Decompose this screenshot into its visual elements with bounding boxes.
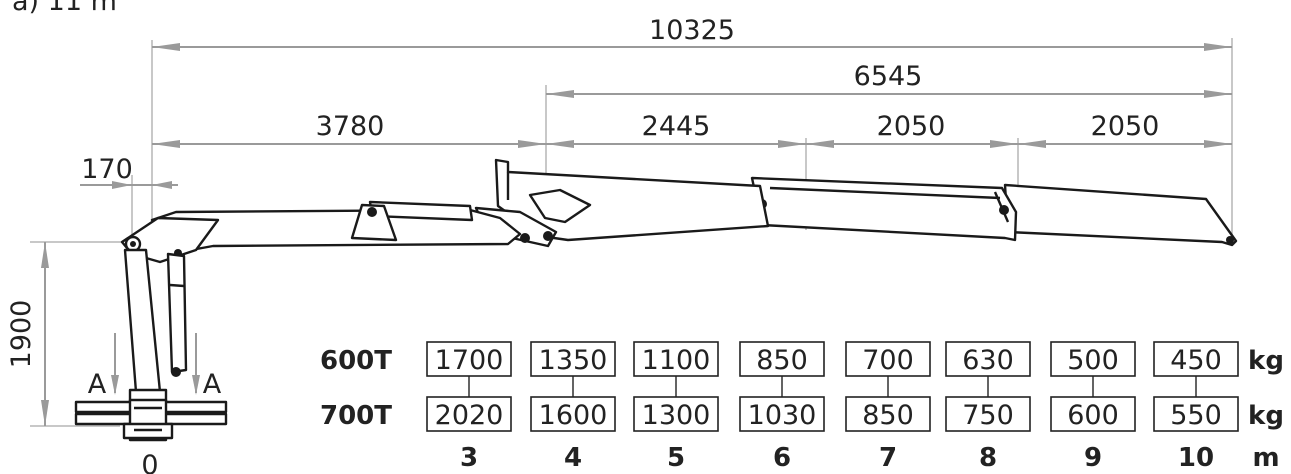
load-cell-value: 850 <box>862 400 914 431</box>
load-cell-box <box>530 396 616 432</box>
reach-value: 10 <box>1178 443 1214 473</box>
dimension-lines <box>30 38 1233 427</box>
load-cell-box <box>845 341 931 377</box>
load-cell-value: 500 <box>1067 345 1119 376</box>
load-cell-value: 1030 <box>748 400 817 431</box>
section-mark-left: A <box>88 369 107 400</box>
load-cell-box <box>739 341 825 377</box>
load-cell-box <box>633 396 719 432</box>
load-cell-value: 1100 <box>642 345 711 376</box>
dim-extension-total-label: 6545 <box>854 61 923 92</box>
load-cell-box <box>426 341 512 377</box>
reach-value: 8 <box>979 443 997 473</box>
dim-ext-1-label: 2445 <box>642 111 711 142</box>
dim-origin-label: 0 <box>141 450 158 474</box>
load-cell-value: 1300 <box>642 400 711 431</box>
dim-ext-2-label: 2050 <box>877 111 946 142</box>
load-cell-value: 700 <box>862 345 914 376</box>
dim-total-label: 10325 <box>649 15 735 46</box>
load-cell-value: 750 <box>962 400 1014 431</box>
load-cell-box <box>426 396 512 432</box>
load-cell-value: 600 <box>1067 400 1119 431</box>
reach-value: 7 <box>879 443 897 473</box>
load-cell-box <box>1153 341 1239 377</box>
dim-ext-3-label: 2050 <box>1091 111 1160 142</box>
load-cell-box <box>633 341 719 377</box>
model-label: 700T <box>320 401 392 431</box>
load-cell-box <box>1050 341 1136 377</box>
dim-height-label: 1900 <box>6 300 37 369</box>
load-cell-box <box>845 396 931 432</box>
reach-value: 9 <box>1084 443 1102 473</box>
load-cell-value: 1600 <box>539 400 608 431</box>
load-cell-value: 550 <box>1170 400 1222 431</box>
load-cell-box <box>1153 396 1239 432</box>
load-cell-value: 1350 <box>539 345 608 376</box>
load-cell-box <box>1050 396 1136 432</box>
load-cell-box <box>945 341 1031 377</box>
load-cell-box <box>739 396 825 432</box>
load-cell-value: 2020 <box>435 400 504 431</box>
reach-value: 3 <box>460 443 478 473</box>
load-cell-value: 850 <box>756 345 808 376</box>
load-cell-value: 450 <box>1170 345 1222 376</box>
reach-value: 4 <box>564 443 582 473</box>
load-cell-box <box>530 341 616 377</box>
load-cell-box <box>945 396 1031 432</box>
load-cell-value: 630 <box>962 345 1014 376</box>
reach-value: 6 <box>773 443 791 473</box>
crane-drawing <box>74 158 1238 442</box>
load-cell-value: 1700 <box>435 345 504 376</box>
reach-value: 5 <box>667 443 685 473</box>
dim-main-boom-label: 3780 <box>316 111 385 142</box>
model-label: 600T <box>320 346 392 376</box>
dim-offset-label: 170 <box>81 154 133 185</box>
reach-unit-label: m <box>1252 443 1279 473</box>
header-fragment: a) 11 m <box>12 0 117 17</box>
section-mark-right: A <box>203 369 222 400</box>
unit-label: kg <box>1248 346 1284 376</box>
load-table: 600T 1700 1350 1100 850 700 630 500 450 kg 700T 202… <box>320 341 1284 473</box>
unit-label: kg <box>1248 401 1284 431</box>
